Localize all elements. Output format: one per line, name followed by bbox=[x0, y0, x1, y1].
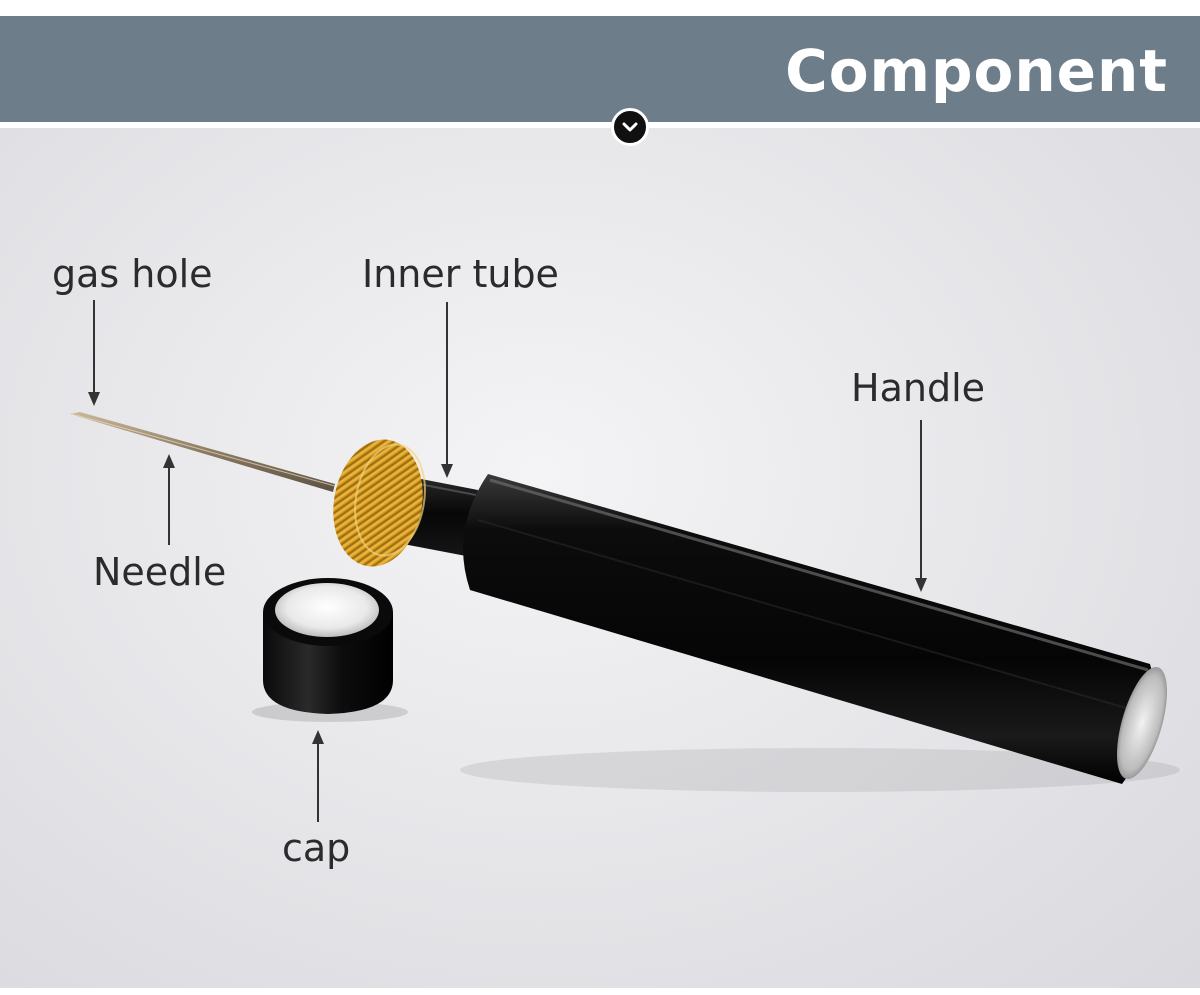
inner-tube-arrowhead bbox=[441, 464, 453, 478]
label-gas-hole: gas hole bbox=[52, 252, 213, 296]
handle-end-cap bbox=[1116, 666, 1168, 780]
handle-shadow bbox=[460, 748, 1180, 792]
label-handle: Handle bbox=[851, 366, 986, 410]
handle-arrowhead bbox=[915, 578, 927, 592]
cap-arrowhead bbox=[312, 730, 324, 744]
knurled-nut bbox=[333, 439, 426, 567]
cap bbox=[263, 578, 393, 714]
header-banner: Component bbox=[0, 16, 1200, 122]
page-title: Component bbox=[785, 37, 1168, 105]
annotation-arrows bbox=[88, 300, 927, 822]
gas-hole-arrowhead bbox=[88, 392, 100, 406]
label-cap: cap bbox=[282, 826, 351, 870]
label-needle: Needle bbox=[93, 550, 227, 594]
label-inner-tube: Inner tube bbox=[362, 252, 559, 296]
handle bbox=[463, 474, 1168, 784]
needle-arrowhead bbox=[163, 454, 175, 468]
needle bbox=[70, 412, 336, 492]
chevron-down-icon bbox=[611, 108, 649, 146]
